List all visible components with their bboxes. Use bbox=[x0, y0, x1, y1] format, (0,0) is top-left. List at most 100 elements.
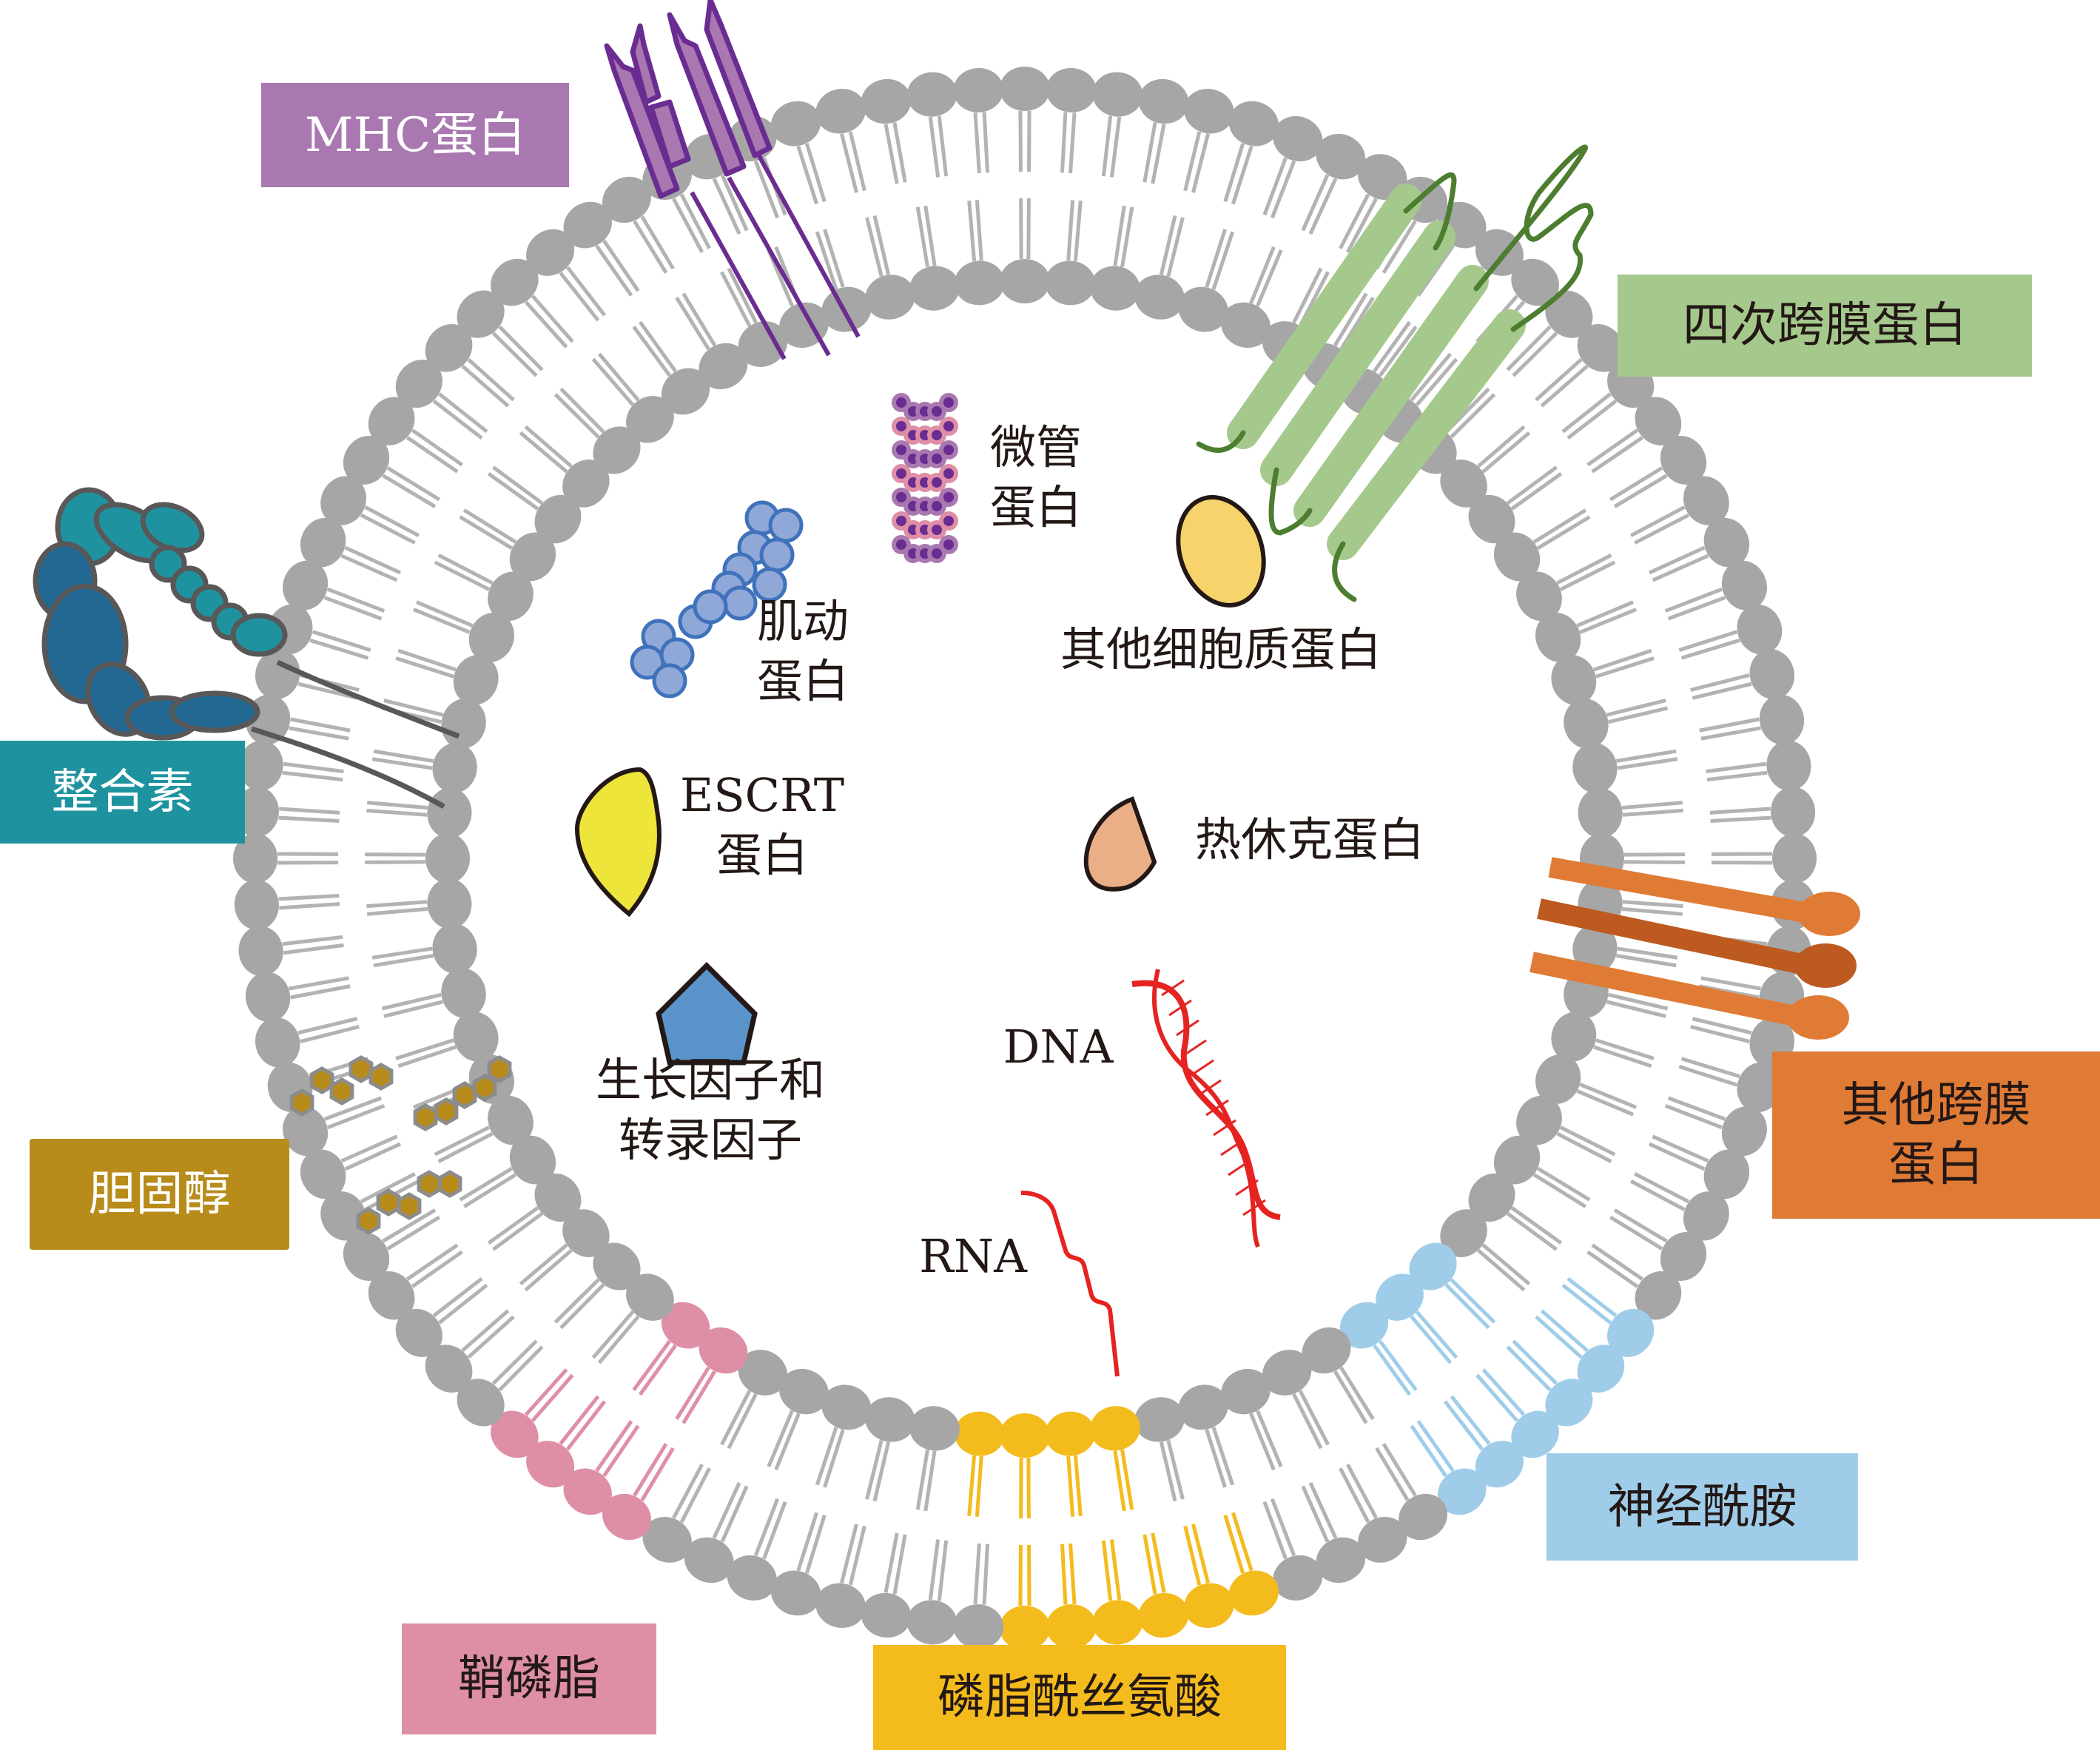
lipid-head bbox=[283, 1106, 329, 1157]
lipid-head bbox=[1577, 324, 1625, 372]
lipid-tail bbox=[382, 474, 437, 508]
lipid-tail bbox=[1481, 431, 1531, 474]
lipid-head bbox=[1000, 1606, 1050, 1650]
lipid-tail bbox=[297, 682, 358, 700]
dna-base-pair bbox=[1183, 1039, 1207, 1057]
lipid-head bbox=[534, 1173, 582, 1222]
lipid-tail bbox=[462, 1173, 517, 1208]
lipid-head bbox=[1440, 1209, 1487, 1257]
lipid-tail bbox=[1481, 1243, 1531, 1286]
mhc-domain bbox=[648, 99, 691, 169]
lipid-head bbox=[861, 1592, 912, 1638]
lipid-tail bbox=[982, 1544, 990, 1605]
mhc-domain bbox=[704, 0, 773, 158]
lipid-head bbox=[368, 397, 415, 445]
lipid-tail bbox=[675, 1366, 710, 1421]
lipid-tail bbox=[1535, 357, 1583, 402]
other-transmembrane-proteins bbox=[1529, 857, 1860, 1040]
lipid-head bbox=[1511, 1410, 1559, 1458]
lipid-tail bbox=[1667, 596, 1726, 621]
lipid-head bbox=[1545, 1379, 1593, 1427]
lipid-tail bbox=[639, 320, 677, 373]
lipid-tail bbox=[1629, 1179, 1686, 1211]
lipid-head bbox=[234, 787, 279, 838]
dna-base-pair bbox=[1161, 979, 1185, 997]
label-other-transmembrane: 其他跨膜 蛋白 bbox=[1772, 1051, 2100, 1219]
lipid-head bbox=[425, 324, 473, 372]
lipid-tail bbox=[459, 1166, 514, 1202]
lipid-tail bbox=[282, 770, 343, 782]
lipid-tail bbox=[1183, 1525, 1202, 1586]
tubulin-core bbox=[932, 525, 942, 535]
lipid-head bbox=[1683, 476, 1729, 525]
actin-monomer bbox=[768, 508, 804, 543]
lipid-tail bbox=[1609, 1215, 1663, 1251]
lipid-tail bbox=[1301, 1485, 1330, 1543]
lipid-tail bbox=[371, 946, 433, 960]
tubulin-core bbox=[932, 548, 942, 559]
lipid-tail bbox=[309, 638, 369, 660]
lipid-tail bbox=[411, 428, 463, 467]
lipid-tail bbox=[1345, 198, 1378, 254]
lipid-tail bbox=[1477, 425, 1526, 468]
lipid-tail bbox=[434, 560, 491, 591]
lipid-head bbox=[238, 740, 283, 791]
lipid-head bbox=[320, 1191, 367, 1241]
lipid-head bbox=[1316, 133, 1366, 180]
lipid-tail bbox=[289, 976, 349, 991]
lipid-tail bbox=[524, 425, 573, 468]
lipid-tail bbox=[1613, 474, 1668, 508]
mhc-transmembrane-stalk bbox=[727, 176, 831, 357]
lipid-head bbox=[1468, 494, 1515, 544]
lipid-tail bbox=[1561, 1283, 1612, 1325]
lipid-head bbox=[1475, 1441, 1524, 1488]
lipid-tail bbox=[1680, 1057, 1740, 1079]
lipid-tail bbox=[1510, 1206, 1563, 1245]
tubulin-core bbox=[896, 397, 906, 408]
lipid-head bbox=[953, 1604, 1004, 1649]
integrin-stalk bbox=[250, 726, 445, 810]
lipid-tail bbox=[1652, 1134, 1709, 1163]
lipid-tail bbox=[632, 1339, 671, 1391]
lipid-tail bbox=[1339, 296, 1375, 351]
lipid-tail bbox=[360, 513, 416, 545]
lipid-tail bbox=[415, 600, 474, 627]
lipid-tail bbox=[815, 1427, 838, 1486]
lipid-head bbox=[1000, 259, 1050, 303]
lipid-tail bbox=[753, 1498, 780, 1557]
label-mhc-protein: MHC蛋白 bbox=[261, 83, 569, 187]
lipid-head bbox=[457, 290, 505, 338]
lipid-tail bbox=[300, 1025, 360, 1044]
lipid-tail bbox=[1608, 992, 1669, 1011]
tubulin-core bbox=[943, 492, 954, 502]
lipid-tail bbox=[519, 431, 568, 474]
lipid-head bbox=[1090, 266, 1140, 311]
lipid-tail bbox=[382, 1208, 437, 1243]
lipid-tail bbox=[672, 1463, 704, 1519]
lipid-tail bbox=[283, 761, 344, 774]
lipid-head bbox=[1545, 290, 1593, 338]
label-escrt-line1: ESCRT bbox=[679, 768, 845, 822]
mhc-domain bbox=[604, 43, 680, 199]
lipid-head bbox=[563, 1468, 612, 1515]
lipid-head bbox=[255, 1017, 300, 1068]
lipid-tail bbox=[1475, 1373, 1519, 1422]
lipid-head bbox=[1399, 1493, 1448, 1541]
tubulin-core bbox=[896, 492, 906, 502]
lipid-tail bbox=[865, 217, 884, 277]
lipid-head bbox=[1493, 1135, 1541, 1185]
lipid-tail bbox=[1678, 1065, 1738, 1087]
lipid-tail bbox=[1159, 1441, 1177, 1502]
lipid-tail bbox=[1211, 231, 1235, 290]
lipid-tail bbox=[438, 392, 488, 434]
cholesterol-ring bbox=[368, 1063, 394, 1091]
lipid-tail bbox=[762, 1501, 787, 1560]
lipid-tail bbox=[366, 808, 428, 817]
lipid-tail bbox=[1556, 553, 1612, 585]
lipid-tail bbox=[323, 596, 383, 621]
lipid-tail bbox=[1664, 1103, 1723, 1130]
lipid-head bbox=[1660, 1232, 1707, 1282]
tubulin-core bbox=[896, 421, 906, 431]
lipid-tail bbox=[1444, 1283, 1490, 1330]
